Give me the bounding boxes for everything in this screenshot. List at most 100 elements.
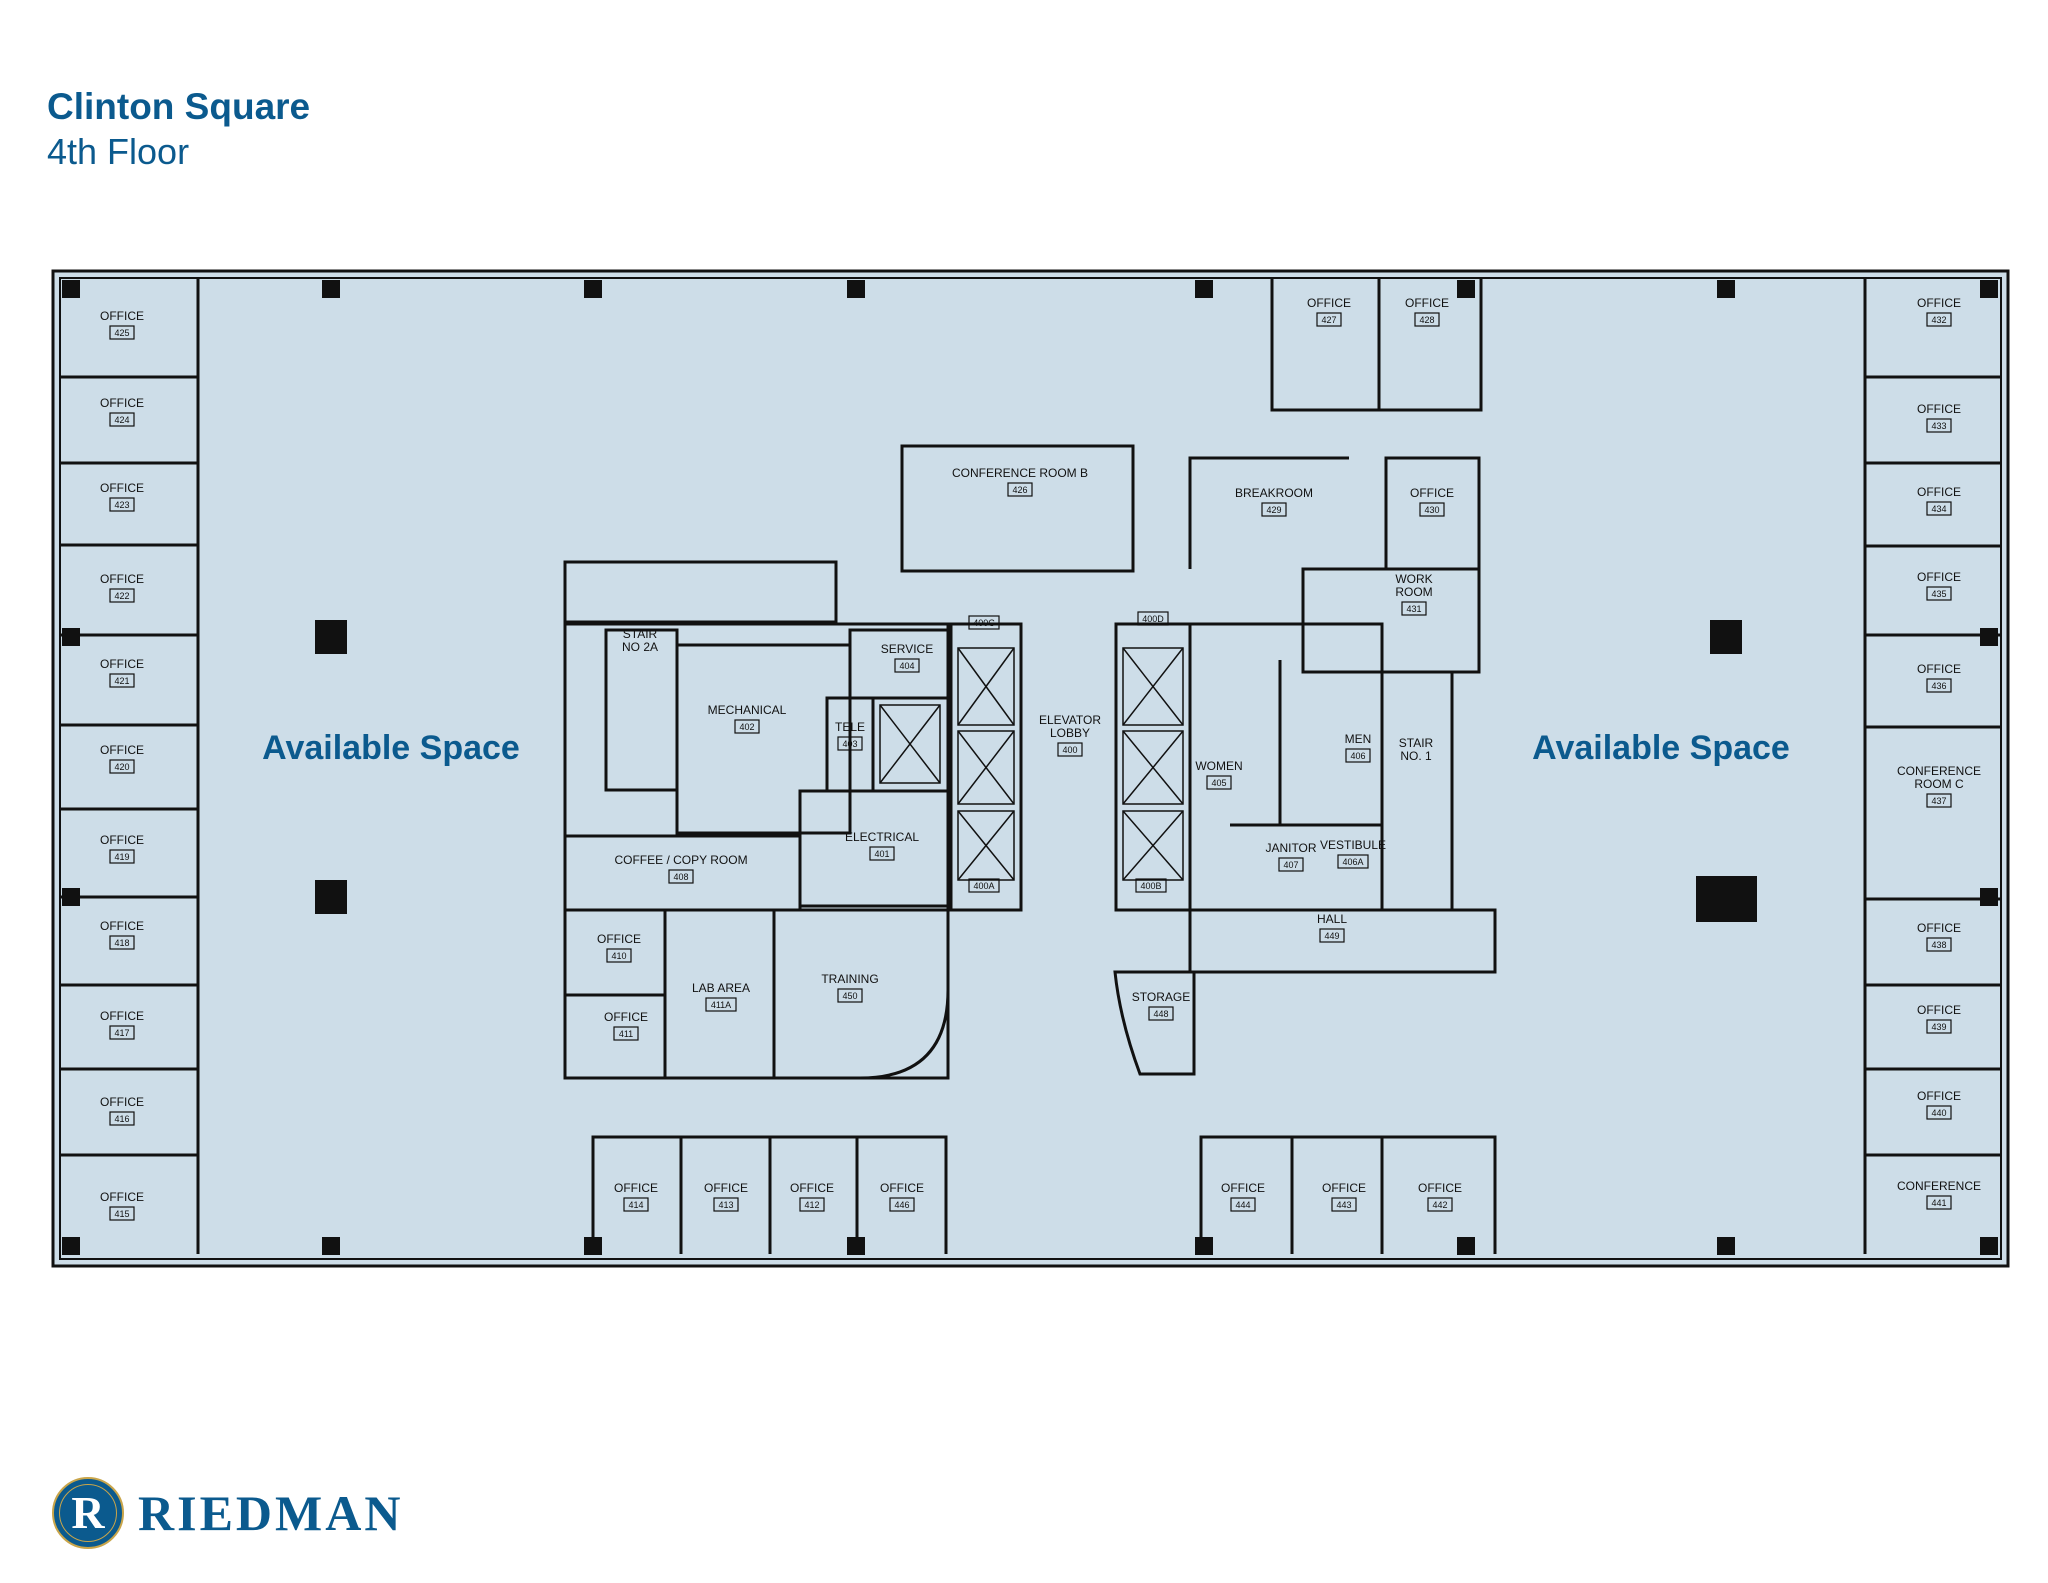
- room-number-box: [1278, 857, 1304, 872]
- room-number: 421: [114, 676, 129, 686]
- room-number: 400D: [1142, 614, 1164, 624]
- room-number: 438: [1931, 940, 1946, 950]
- room-number-box: [968, 615, 1000, 630]
- logo-wordmark: RIEDMAN: [138, 1485, 404, 1541]
- room-number: 412: [804, 1200, 819, 1210]
- room-number: 420: [114, 762, 129, 772]
- room-number: 401: [874, 849, 889, 859]
- room-name: OFFICE: [100, 743, 144, 757]
- room-number: 406: [1350, 751, 1365, 761]
- room-number-box: [837, 736, 863, 751]
- room-name: OFFICE: [1917, 485, 1961, 499]
- room-name: JANITOR: [1265, 841, 1316, 855]
- room-number: 437: [1931, 796, 1946, 806]
- room-number: 424: [114, 415, 129, 425]
- room-number: 444: [1235, 1200, 1250, 1210]
- room-number: 426: [1012, 485, 1027, 495]
- room-402: MECHANICAL 402: [708, 703, 787, 734]
- room-number-box: [668, 869, 694, 884]
- room-number: 402: [739, 722, 754, 732]
- room-number-box: [1316, 312, 1342, 327]
- room-number: 407: [1283, 860, 1298, 870]
- room-number: 416: [114, 1114, 129, 1124]
- room-number-box: [1137, 611, 1169, 626]
- room-number-box: [894, 658, 920, 673]
- room-400C: 400C: [968, 615, 1000, 630]
- room-name: CONFERENCE: [1897, 1179, 1981, 1193]
- room-number-box: [1419, 502, 1445, 517]
- room-number: 400A: [973, 881, 994, 891]
- room-name: MEN: [1345, 732, 1372, 746]
- room-number: 411: [619, 1029, 633, 1039]
- room-name: TELE: [835, 720, 865, 734]
- room-number-box: [1319, 928, 1345, 943]
- room-number: 406A: [1342, 857, 1363, 867]
- room-405: WOMEN 405: [1195, 759, 1243, 790]
- room-number-box: [1401, 601, 1427, 616]
- room-number: 410: [611, 951, 626, 961]
- room-name: STORAGE: [1132, 990, 1190, 1004]
- room-name: OFFICE: [1418, 1181, 1462, 1195]
- structural-columns: [62, 280, 1998, 1255]
- room-number-box: [109, 497, 135, 512]
- room-number-box: [109, 325, 135, 340]
- available-space-label-east: Available Space: [1532, 729, 1790, 767]
- room-number-box: [109, 1206, 135, 1221]
- room-number-box: [1926, 1019, 1952, 1034]
- room-name: OFFICE: [790, 1181, 834, 1195]
- room-number-box: [1926, 418, 1952, 433]
- room-number: 400: [1062, 745, 1077, 755]
- room-number-box: [713, 1197, 739, 1212]
- room-438: OFFICE 438: [1917, 921, 1961, 952]
- room-number: 423: [114, 500, 129, 510]
- logo-mark: R: [52, 1477, 124, 1549]
- room-name: OFFICE: [100, 309, 144, 323]
- room-name: OFFICE: [1917, 921, 1961, 935]
- room-name: OFFICE: [100, 396, 144, 410]
- room-424: OFFICE 424: [100, 396, 144, 427]
- room-number: 405: [1211, 778, 1226, 788]
- room-name: HALL: [1317, 912, 1347, 926]
- room-400D: 400D: [1137, 611, 1169, 626]
- room-406: MEN 406: [1345, 732, 1372, 763]
- room-labels: OFFICE425OFFICE424OFFICE423OFFICE422OFFI…: [100, 296, 1981, 1221]
- room-name: OFFICE: [614, 1181, 658, 1195]
- room-name: MECHANICAL: [708, 703, 787, 717]
- walls: [60, 278, 2000, 1254]
- room-name: OFFICE: [880, 1181, 924, 1195]
- room-number-box: [1337, 854, 1369, 869]
- room-name: WOMEN: [1195, 759, 1242, 773]
- room-name: OFFICE: [100, 919, 144, 933]
- room-number-box: [799, 1197, 825, 1212]
- room-number-box: [1926, 501, 1952, 516]
- room-number-box: [705, 997, 737, 1012]
